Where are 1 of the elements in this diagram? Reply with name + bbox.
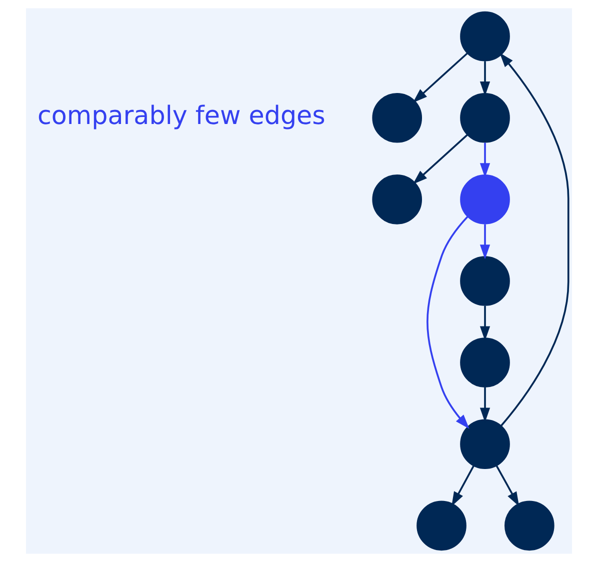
label: comparably few edges [37,100,326,130]
